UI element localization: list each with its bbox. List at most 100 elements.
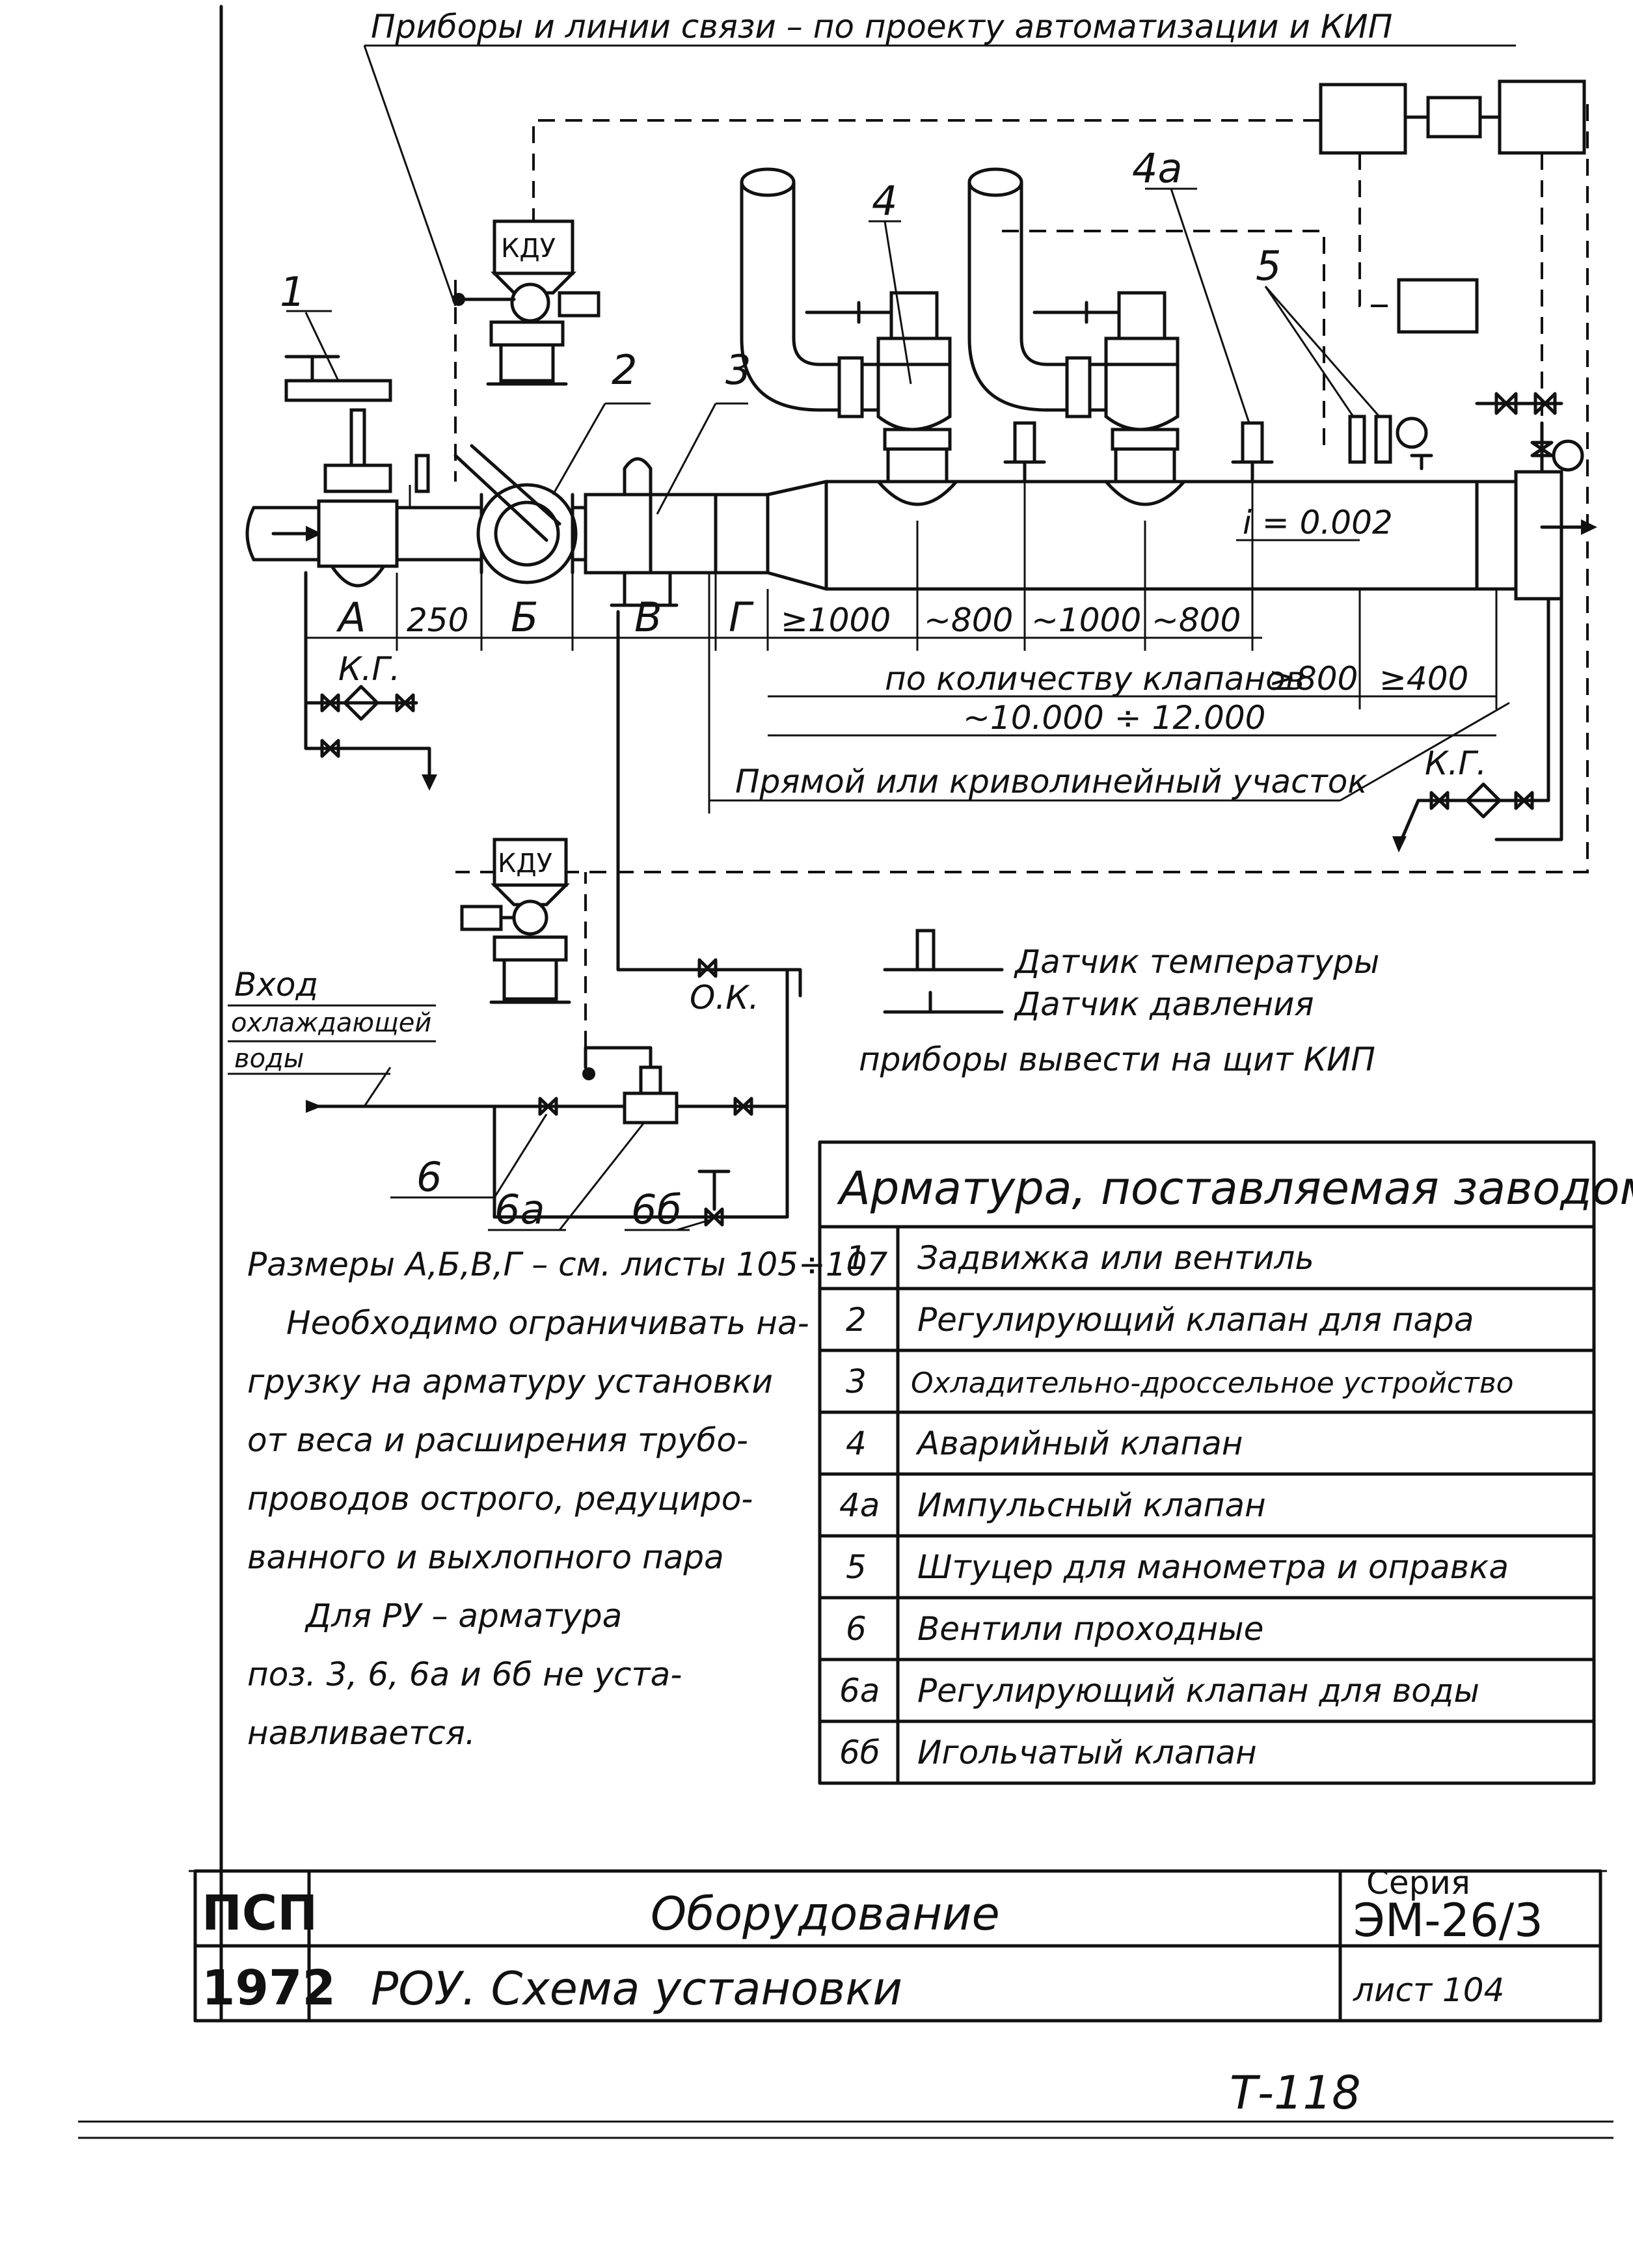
fitting-5: 5 xyxy=(1256,242,1433,471)
pos-1-label: 1 xyxy=(280,268,305,316)
dim-800b: ~800 xyxy=(1152,601,1241,639)
slope-label: i = 0.002 xyxy=(1243,504,1393,541)
dim-b: Б xyxy=(511,594,539,641)
sheet-frame xyxy=(78,5,1613,2139)
pos-4-label: 4 xyxy=(872,177,897,225)
fitting-pos: 4 xyxy=(846,1425,867,1462)
fitting-name: Аварийный клапан xyxy=(915,1425,1243,1462)
pos-6-label: 6 xyxy=(416,1153,442,1201)
reduced-steam-header: i = 0.002 xyxy=(824,470,1597,601)
footer: Т-118 xyxy=(1230,2066,1361,2120)
title-series-label: Серия xyxy=(1366,1864,1470,1902)
pos-2-label: 2 xyxy=(612,346,637,394)
note-line-2: грузку на арматуру установки xyxy=(247,1363,773,1400)
signal-lines xyxy=(454,79,1589,873)
water-inlet-2: охлаждающей xyxy=(231,1008,431,1038)
cooling-water-line: О.К. Вход охлаждающей воды 6 6а 6б xyxy=(228,610,802,1233)
dim-250: 250 xyxy=(407,601,468,639)
fitting-pos: 1 xyxy=(846,1239,867,1277)
note-line-5: ванного и выхлопного пара xyxy=(247,1538,724,1576)
regulating-valve-2: 2 xyxy=(453,346,651,584)
fitting-name: Импульсный клапан xyxy=(917,1486,1266,1524)
fitting-name: Задвижка или вентиль xyxy=(917,1239,1314,1277)
cooling-device-3: 3 xyxy=(584,346,770,607)
dim-straight-section: Прямой или криволинейный участок xyxy=(735,763,1368,800)
note-line-4: проводов острого, редуциро- xyxy=(247,1480,753,1518)
title-line2: РОУ. Схема установки xyxy=(371,1962,902,2015)
header-end-flange xyxy=(1514,470,1563,601)
dim-v: В xyxy=(634,594,662,641)
dim-total: ~10.000 ÷ 12.000 xyxy=(963,699,1265,737)
control-box-1 xyxy=(1319,83,1407,155)
valve-1-handwheel xyxy=(284,379,392,402)
pos-6a-label: 6а xyxy=(494,1186,545,1233)
legend-instruments-note: приборы вывести на щит КИП xyxy=(859,1041,1375,1078)
title-series: ЭМ-26/3 xyxy=(1353,1894,1543,1947)
fitting-name: Штуцер для манометра и оправка xyxy=(917,1548,1509,1586)
control-box-4 xyxy=(1397,278,1479,334)
title-year: 1972 xyxy=(202,1960,336,2016)
valve-1-body xyxy=(317,499,399,568)
title-line1: Оборудование xyxy=(651,1887,1000,1941)
sensor-legend: Датчик температуры Датчик давления прибо… xyxy=(859,929,1379,1078)
fitting-pos: 6 xyxy=(846,1610,867,1648)
pos-4a-label: 4а xyxy=(1132,144,1182,192)
note-line-3: от веса и расширения трубо- xyxy=(247,1421,748,1459)
fittings-table: Арматура, поставляемая заводом 1 Задвижк… xyxy=(818,1140,1633,1785)
control-box-2 xyxy=(1426,96,1482,139)
emergency-valve-4-a: 4 xyxy=(740,167,958,506)
fitting-pos: 5 xyxy=(846,1548,867,1586)
note-line-8: навливается. xyxy=(247,1714,476,1752)
dim-by-valves: по количеству клапанов xyxy=(885,660,1304,698)
title-org: ПСП xyxy=(202,1885,317,1941)
reducer-transition xyxy=(766,480,828,591)
note-line-7: поз. 3, 6, 6а и 6б не уста- xyxy=(247,1656,682,1693)
note-line-0: Размеры А,Б,В,Г – см. листы 105÷107 xyxy=(247,1246,887,1283)
temp-sensor-symbol xyxy=(915,929,936,972)
kg-right-label: К.Г. xyxy=(1425,745,1487,782)
right-drain-fittings xyxy=(1475,392,1584,474)
dim-g: Г xyxy=(729,594,754,641)
header-note-text: Приборы и линии связи – по проекту автом… xyxy=(371,8,1392,46)
fitting-pos: 6а xyxy=(839,1672,880,1710)
legend-pressure-sensor: Датчик давления xyxy=(1014,985,1314,1023)
emergency-valve-4-b xyxy=(967,167,1186,506)
fitting-name: Вентили проходные xyxy=(917,1610,1263,1648)
note-line-1: Необходимо ограничивать на- xyxy=(286,1304,809,1342)
notes: Размеры А,Б,В,Г – см. листы 105÷107 Необ… xyxy=(247,1246,887,1752)
header-note: Приборы и линии связи – по проекту автом… xyxy=(363,8,1516,307)
fitting-pos: 2 xyxy=(846,1301,867,1339)
condensate-trap-left: К.Г. xyxy=(304,571,437,791)
title-block: ПСП 1972 Оборудование РОУ. Схема установ… xyxy=(193,1864,1602,2023)
dim-a: А xyxy=(336,594,366,641)
kg-left-label: К.Г. xyxy=(338,650,400,688)
dim-800a: ~800 xyxy=(924,601,1013,639)
dim-400: ≥400 xyxy=(1379,660,1468,698)
fitting-name: Регулирующий клапан для воды xyxy=(917,1672,1479,1710)
pos-5-label: 5 xyxy=(1256,242,1281,290)
water-inlet-1: Вход xyxy=(234,966,318,1004)
kdu-top-label: КДУ xyxy=(501,234,556,264)
dim-800c: ≥800 xyxy=(1269,660,1358,698)
water-inlet-3: воды xyxy=(234,1044,304,1074)
note-line-6: Для РУ – арматура xyxy=(304,1597,622,1635)
ok-label: О.К. xyxy=(690,979,759,1017)
legend-temp-sensor: Датчик температуры xyxy=(1014,943,1379,981)
kdu-actuator-bottom: КДУ xyxy=(460,838,571,1004)
fitting-pos: 4а xyxy=(839,1486,880,1524)
condensate-trap-right: К.Г. xyxy=(1392,597,1563,853)
control-box-3 xyxy=(1498,79,1586,155)
fittings-table-header: Арматура, поставляемая заводом xyxy=(837,1162,1633,1215)
fitting-pos: 6б xyxy=(839,1734,880,1771)
steam-inlet: 1 xyxy=(245,268,483,588)
footer-mark: Т-118 xyxy=(1230,2066,1361,2120)
dim-1000b: ~1000 xyxy=(1031,601,1141,639)
dim-1000a: ≥1000 xyxy=(781,601,891,639)
fitting-name: Регулирующий клапан для пара xyxy=(917,1301,1474,1339)
kdu-actuator-top: КДУ xyxy=(452,219,601,386)
dimension-lines: А 250 Б В Г ≥1000 ~800 ~1000 ~800 по кол… xyxy=(304,482,1510,813)
fitting-name: Игольчатый клапан xyxy=(917,1734,1257,1771)
fitting-name: Охладительно-дроссельное устройство xyxy=(911,1367,1514,1400)
fitting-pos: 3 xyxy=(846,1363,867,1400)
